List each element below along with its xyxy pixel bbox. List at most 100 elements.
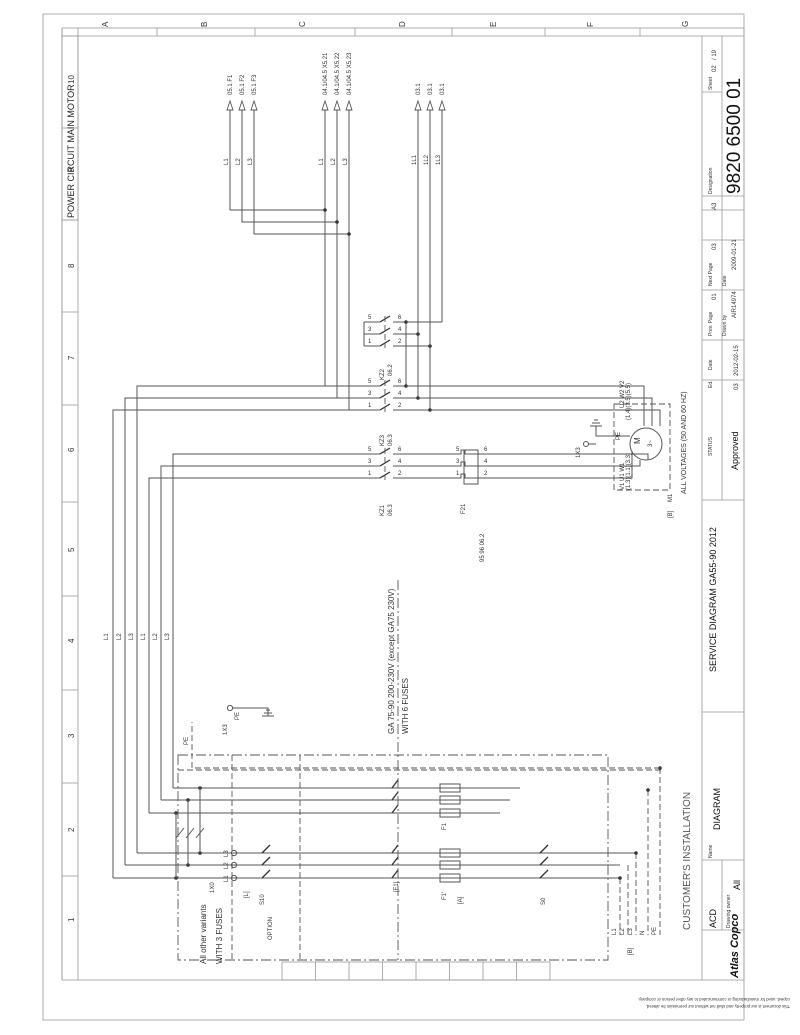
grid-numbers: 1 2 3 4 5 6 7 8 9 10 — [67, 75, 76, 922]
supply-n: N — [640, 931, 646, 935]
grid-letter-b: B — [200, 22, 209, 27]
x1x3-left-label: 1X3 — [223, 724, 229, 735]
bus-label-l1: L1 — [104, 633, 110, 640]
ref1-l1: L1 — [224, 158, 230, 165]
b-ref-motor: [B] — [668, 510, 674, 518]
input-section: F1 F1' [A] [F1] S0 S10 OPTION [L] 1X0 L1… — [113, 580, 693, 964]
bus-label-l1b: L1 — [141, 633, 147, 640]
name-label: Name — [708, 844, 714, 858]
reference-arrow — [414, 99, 422, 111]
date-label: Date — [708, 359, 714, 370]
drawn-by-value: AIR14974 — [732, 291, 738, 318]
motor-terminals-bottom2: (1.3)(1.1)(3.3) — [626, 453, 632, 490]
svg-text:6: 6 — [398, 315, 402, 321]
f21-ref: 95 96 06.2 — [480, 533, 486, 562]
ref2-l3: L3 — [343, 158, 349, 165]
svg-text:5: 5 — [368, 315, 372, 321]
all-voltages-label: ALL VOLTAGES (50 AND 60 HZ) — [681, 391, 688, 494]
x1x0-l2: L2 — [224, 862, 230, 869]
designation-value: 9820 6500 01 — [724, 78, 745, 194]
kz1-label: KZ1 — [380, 504, 386, 516]
grid-letter-g: G — [681, 21, 690, 27]
x1x0-l1: L1 — [224, 875, 230, 882]
supply-l3: L3 — [628, 928, 634, 935]
svg-text:4: 4 — [398, 327, 402, 333]
kz3-label: KZ3 — [380, 434, 386, 446]
diagram-title: SERVICE DIAGRAM GA55-90 2012 — [708, 527, 718, 672]
reference-arrow — [345, 99, 353, 111]
grid-letter-a: A — [101, 21, 110, 27]
svg-text:3: 3 — [456, 459, 460, 465]
all-other-variants: All other variants — [199, 904, 208, 964]
outer-border — [42, 13, 745, 1021]
next-page-label: Next Page — [708, 262, 714, 286]
grid-number-7: 7 — [67, 355, 76, 360]
copyright-line-2: copied, used for manufacturing or commun… — [638, 997, 790, 1002]
grid-number-10: 10 — [67, 75, 76, 84]
supply-pe: PE — [652, 927, 658, 935]
pe-1x3-label: PE — [235, 712, 241, 720]
kz2-ref: 06.2 — [388, 364, 394, 376]
ref1-l2: L2 — [236, 158, 242, 165]
reference-wires — [229, 110, 443, 410]
ref3-l1: 1L1 — [412, 154, 418, 165]
kz3-ref: 06.3 — [388, 434, 394, 446]
svg-text:1: 1 — [368, 403, 372, 409]
bus-label-l3: L3 — [129, 633, 135, 640]
grid-letters: A B C D E F G — [101, 21, 690, 27]
svg-text:6: 6 — [484, 447, 488, 453]
page-title-box — [61, 35, 79, 221]
grid-number-8: 8 — [67, 263, 76, 268]
copyright-line-1: This document is our property and shall … — [646, 1004, 790, 1009]
diagram-name: DIAGRAM — [712, 788, 722, 830]
reference-arrow — [250, 99, 258, 111]
ed-value: 03 — [734, 383, 740, 390]
motor-label: M — [633, 437, 642, 444]
next-page-value: 03 — [712, 243, 718, 250]
motor-id: M1 — [668, 493, 674, 502]
ref2-l2: L2 — [331, 158, 337, 165]
s10-label: S10 — [260, 894, 266, 905]
supply-l1: L1 — [612, 928, 618, 935]
ref2-text-2: 04.1/04.5 X5.22 — [335, 52, 341, 95]
motor-phase: 3~ — [648, 440, 654, 447]
svg-text:1: 1 — [456, 471, 460, 477]
ref1-text-1: 05.1 F1 — [228, 74, 234, 95]
sheet-value: 02 — [712, 65, 718, 72]
motor-terminals-top2: (1.4)(3.5)(5.5) — [626, 383, 632, 420]
bus-label-l2b: L2 — [153, 633, 159, 640]
s0-label: S0 — [541, 897, 547, 905]
sheet-of: / 19 — [712, 49, 718, 60]
reference-arrow — [238, 99, 246, 111]
svg-text:1: 1 — [368, 471, 372, 477]
svg-text:4: 4 — [398, 459, 402, 465]
sheet-label: Sheet — [708, 76, 714, 90]
ref3-l3: 1L3 — [436, 154, 442, 165]
ref2-text-3: 04.1/04.5 X5.23 — [347, 52, 353, 95]
page-title: POWER CIRCUIT MAIN MOTOR — [66, 84, 76, 218]
ed-label: Ed. — [708, 380, 714, 388]
status-label: STATUS — [708, 436, 714, 456]
l-ref: [L] — [244, 891, 250, 898]
svg-text:2: 2 — [398, 403, 402, 409]
pe-left-label: PE — [184, 737, 190, 745]
bus-label-l3b: L3 — [165, 633, 171, 640]
ref2-text-1: 04.1/04.5 X5.21 — [323, 52, 329, 95]
ga75-90-label: GA 75-90 200-230V (except GA75 230V) — [387, 588, 396, 734]
svg-text:5: 5 — [456, 447, 460, 453]
prev-page-value: 01 — [712, 293, 718, 300]
grid-number-9: 9 — [67, 167, 76, 172]
prev-page-label: Prev. Page — [708, 311, 714, 336]
kz1-ref: 06.3 — [388, 504, 394, 516]
ref1-text-3: 05.1 F3 — [252, 74, 258, 95]
motor-1x3: 1X3 — [576, 447, 582, 458]
svg-text:2: 2 — [484, 471, 488, 477]
ref3-text-3: 03.1 — [440, 83, 446, 95]
f21-label: F21 — [461, 503, 467, 514]
contactor-kz1: 1 3 5 2 4 6 KZ1 06.3 — [364, 447, 455, 516]
ref1-text-2: 05.1 F2 — [240, 74, 246, 95]
drawn-by-label: Drawn by — [722, 314, 728, 336]
date2-value: 2009-01-21 — [732, 239, 738, 270]
b-ref-supply: [B] — [628, 947, 634, 955]
reference-arrow — [426, 99, 434, 111]
